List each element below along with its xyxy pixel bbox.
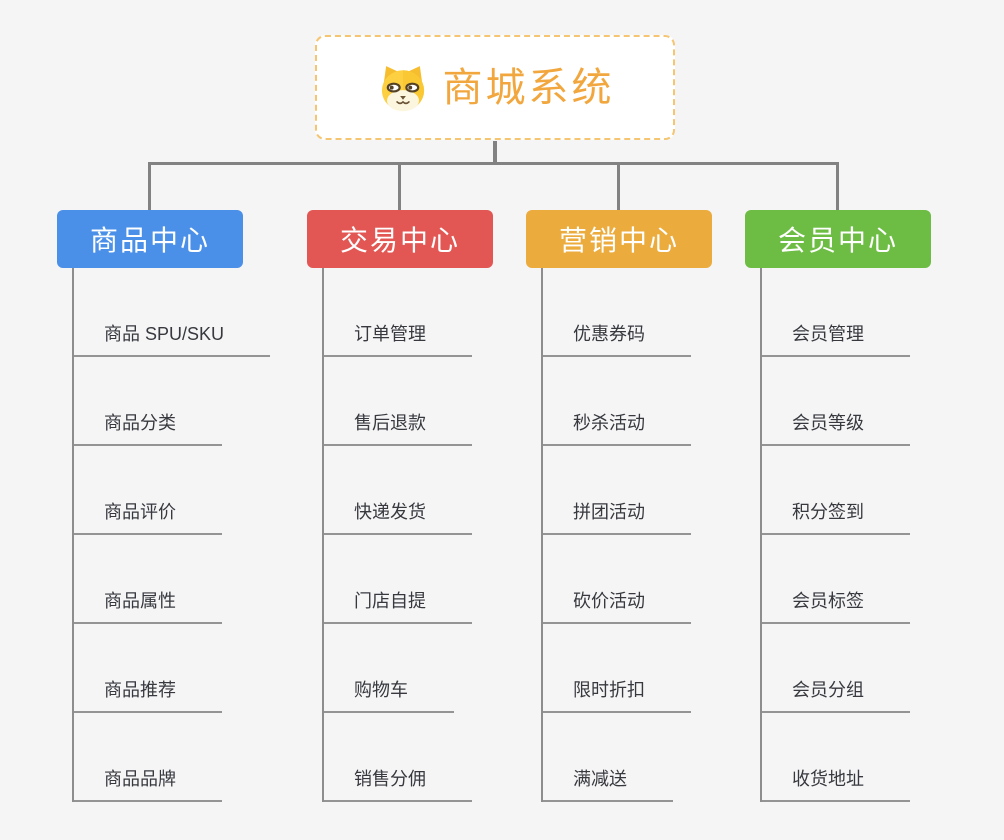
leaf-node[interactable]: 会员分组 bbox=[762, 624, 1004, 713]
leaf-node-label: 拼团活动 bbox=[543, 502, 691, 535]
leaf-node-label: 收货地址 bbox=[762, 769, 910, 802]
branch-children-marketing-center: 优惠券码 秒杀活动 拼团活动 砍价活动 限时折扣 满减送 bbox=[541, 268, 786, 802]
leaf-node[interactable]: 商品分类 bbox=[74, 357, 317, 446]
leaf-node-label: 限时折扣 bbox=[543, 680, 691, 713]
connector-horizontal bbox=[148, 162, 839, 165]
leaf-node-label: 砍价活动 bbox=[543, 591, 691, 624]
leaf-node-label: 积分签到 bbox=[762, 502, 910, 535]
leaf-node[interactable]: 订单管理 bbox=[324, 268, 567, 357]
leaf-node[interactable]: 快递发货 bbox=[324, 446, 567, 535]
leaf-node[interactable]: 满减送 bbox=[543, 713, 786, 802]
dog-face-icon bbox=[381, 65, 424, 111]
leaf-node[interactable]: 商品推荐 bbox=[74, 624, 317, 713]
connector-drop-product-center bbox=[148, 162, 151, 210]
leaf-node-label: 销售分佣 bbox=[324, 769, 472, 802]
leaf-node-label: 优惠券码 bbox=[543, 324, 691, 357]
leaf-node-label: 会员标签 bbox=[762, 591, 910, 624]
branch-node-marketing-center[interactable]: 营销中心 bbox=[526, 210, 712, 268]
leaf-node-label: 商品品牌 bbox=[74, 769, 222, 802]
branch-node-trade-center[interactable]: 交易中心 bbox=[307, 210, 493, 268]
leaf-node[interactable]: 积分签到 bbox=[762, 446, 1004, 535]
leaf-node[interactable]: 收货地址 bbox=[762, 713, 1004, 802]
leaf-node-label: 售后退款 bbox=[324, 413, 472, 446]
branch-product-center: 商品中心 商品 SPU/SKU 商品分类 商品评价 商品属性 商品推荐 商品品牌 bbox=[57, 210, 317, 802]
branch-member-center: 会员中心 会员管理 会员等级 积分签到 会员标签 会员分组 收货地址 bbox=[745, 210, 1004, 802]
branch-marketing-center: 营销中心 优惠券码 秒杀活动 拼团活动 砍价活动 限时折扣 满减送 bbox=[526, 210, 786, 802]
leaf-node-label: 门店自提 bbox=[324, 591, 472, 624]
branch-children-product-center: 商品 SPU/SKU 商品分类 商品评价 商品属性 商品推荐 商品品牌 bbox=[72, 268, 317, 802]
leaf-node[interactable]: 购物车 bbox=[324, 624, 567, 713]
leaf-node-label: 购物车 bbox=[324, 680, 454, 713]
connector-drop-marketing-center bbox=[617, 162, 620, 210]
root-node[interactable]: 商城系统 bbox=[315, 35, 675, 140]
leaf-node[interactable]: 限时折扣 bbox=[543, 624, 786, 713]
leaf-node[interactable]: 售后退款 bbox=[324, 357, 567, 446]
connector-root-stub bbox=[493, 141, 497, 164]
leaf-node[interactable]: 商品品牌 bbox=[74, 713, 317, 802]
leaf-node-label: 商品评价 bbox=[74, 502, 222, 535]
leaf-node-label: 会员分组 bbox=[762, 680, 910, 713]
leaf-node[interactable]: 砍价活动 bbox=[543, 535, 786, 624]
branch-children-trade-center: 订单管理 售后退款 快递发货 门店自提 购物车 销售分佣 bbox=[322, 268, 567, 802]
leaf-node-label: 快递发货 bbox=[324, 502, 472, 535]
leaf-node[interactable]: 秒杀活动 bbox=[543, 357, 786, 446]
branch-node-member-center[interactable]: 会员中心 bbox=[745, 210, 931, 268]
leaf-node[interactable]: 会员管理 bbox=[762, 268, 1004, 357]
leaf-node[interactable]: 会员标签 bbox=[762, 535, 1004, 624]
leaf-node-label: 商品推荐 bbox=[74, 680, 222, 713]
connector-drop-trade-center bbox=[398, 162, 401, 210]
leaf-node[interactable]: 商品属性 bbox=[74, 535, 317, 624]
leaf-node[interactable]: 优惠券码 bbox=[543, 268, 786, 357]
root-node-title: 商城系统 bbox=[442, 65, 615, 110]
leaf-node[interactable]: 会员等级 bbox=[762, 357, 1004, 446]
leaf-node-label: 订单管理 bbox=[324, 324, 472, 357]
branch-node-product-center[interactable]: 商品中心 bbox=[57, 210, 243, 268]
leaf-node-label: 秒杀活动 bbox=[543, 413, 691, 446]
leaf-node[interactable]: 拼团活动 bbox=[543, 446, 786, 535]
leaf-node-label: 满减送 bbox=[543, 769, 673, 802]
leaf-node[interactable]: 门店自提 bbox=[324, 535, 567, 624]
connector-drop-member-center bbox=[836, 162, 839, 210]
leaf-node-label: 会员等级 bbox=[762, 413, 910, 446]
leaf-node[interactable]: 销售分佣 bbox=[324, 713, 567, 802]
leaf-node-label: 商品分类 bbox=[74, 413, 222, 446]
branch-trade-center: 交易中心 订单管理 售后退款 快递发货 门店自提 购物车 销售分佣 bbox=[307, 210, 567, 802]
leaf-node[interactable]: 商品 SPU/SKU bbox=[74, 268, 317, 357]
leaf-node-label: 会员管理 bbox=[762, 324, 910, 357]
leaf-node-label: 商品 SPU/SKU bbox=[74, 324, 271, 357]
leaf-node-label: 商品属性 bbox=[74, 591, 222, 624]
leaf-node[interactable]: 商品评价 bbox=[74, 446, 317, 535]
branch-children-member-center: 会员管理 会员等级 积分签到 会员标签 会员分组 收货地址 bbox=[760, 268, 1004, 802]
